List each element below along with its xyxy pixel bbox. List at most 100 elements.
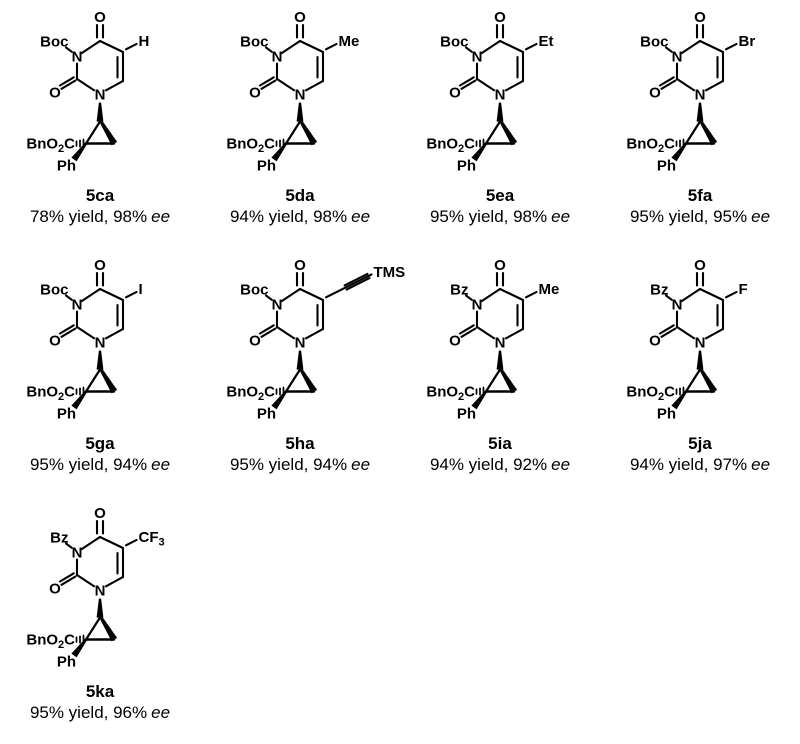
carbonyl-oxygen-top-label: O xyxy=(294,9,306,26)
compound-stats: 94% yield, 97%ee xyxy=(630,454,770,475)
yield-ee-text: 95% yield, 94% xyxy=(229,455,348,474)
chemical-structure: F O N O N Bz xyxy=(626,257,748,423)
cyclopropane-bold-edge xyxy=(298,119,318,146)
ester-label: BnO2C xyxy=(26,384,75,404)
compound-id: 5da xyxy=(285,186,315,205)
carbonyl-c4-double-bond xyxy=(295,23,305,39)
alkyne-group: TMS xyxy=(324,264,405,299)
ring-nitrogen-n1-label: N xyxy=(495,334,506,351)
ring-nitrogen-n3-label: N xyxy=(272,48,283,65)
pyrimidine-ring-bonds xyxy=(275,39,325,92)
ee-label: ee xyxy=(351,455,371,474)
compound-stats: 95% yield, 95%ee xyxy=(630,206,770,227)
carbonyl-c4-double-bond xyxy=(95,271,105,287)
carbonyl-oxygen-top-label: O xyxy=(94,9,106,26)
protecting-group-bond xyxy=(464,294,473,301)
phenyl-label: Ph xyxy=(57,406,76,423)
ring-nitrogen-n3-label: N xyxy=(472,296,483,313)
compound-card: I O N O N Boc xyxy=(0,248,200,496)
phenyl-label: Ph xyxy=(57,158,76,175)
cyclopropane-ring xyxy=(684,119,718,146)
compound-id: 5fa xyxy=(687,186,713,205)
n1-wedge-bond xyxy=(496,350,504,370)
substituent-bond xyxy=(124,42,138,51)
carbonyl-c2-double-bond xyxy=(458,324,477,338)
n1-wedge-bond xyxy=(496,102,504,122)
phenyl-wedge-bond xyxy=(671,142,687,162)
carbonyl-c4-double-bond xyxy=(495,23,505,39)
ring-nitrogen-n1-label: N xyxy=(95,334,106,351)
chemical-structure: Et O N O N Boc xyxy=(426,9,553,175)
pyrimidine-ring-bonds xyxy=(475,39,525,92)
ee-label: ee xyxy=(151,703,171,722)
carbonyl-c2-double-bond xyxy=(58,76,77,90)
protecting-group-bond xyxy=(64,294,73,301)
n1-wedge-bond xyxy=(296,102,304,122)
ring-nitrogen-n1-label: N xyxy=(95,582,106,599)
protecting-group-label: Bz xyxy=(50,530,68,547)
ester-label: BnO2C xyxy=(426,384,475,404)
ring-nitrogen-n3-label: N xyxy=(72,296,83,313)
ester-label: BnO2C xyxy=(226,136,275,156)
chemical-structure: Br O N O N Boc xyxy=(626,9,755,175)
ring-nitrogen-n3-label: N xyxy=(672,296,683,313)
n1-wedge-bond xyxy=(296,350,304,370)
yield-ee-text: 95% yield, 96% xyxy=(29,703,148,722)
n1-wedge-bond xyxy=(696,102,704,122)
carbonyl-c4-double-bond xyxy=(695,271,705,287)
phenyl-wedge-bond xyxy=(71,390,87,410)
chemical-structure: Me O N O N Bz xyxy=(426,257,559,423)
ring-nitrogen-n3-label: N xyxy=(472,48,483,65)
carbonyl-c4-double-bond xyxy=(495,271,505,287)
cyclopropane-ring xyxy=(284,367,318,394)
carbonyl-c2-double-bond xyxy=(658,76,677,90)
pyrimidine-ring-bonds xyxy=(75,535,125,588)
carbonyl-oxygen-left-label: O xyxy=(49,580,61,597)
c5-substituent-label: F xyxy=(739,281,748,298)
ring-nitrogen-n3-label: N xyxy=(272,296,283,313)
compound-card: Me O N O N Bz xyxy=(400,248,600,496)
substituent-bond xyxy=(124,290,138,299)
compound-stats: 95% yield, 94%ee xyxy=(30,454,170,475)
compound-stats: 94% yield, 98%ee xyxy=(230,206,370,227)
cyclopropane-bold-edge xyxy=(98,119,118,146)
protecting-group-label: Bz xyxy=(650,282,668,299)
carbonyl-oxygen-top-label: O xyxy=(494,9,506,26)
compound-stats: 78% yield, 98%ee xyxy=(30,206,170,227)
carbonyl-c4-double-bond xyxy=(295,271,305,287)
carbonyl-c2-double-bond xyxy=(258,76,277,90)
phenyl-label: Ph xyxy=(257,158,276,175)
n1-wedge-bond xyxy=(96,350,104,370)
ring-nitrogen-n3-label: N xyxy=(672,48,683,65)
c5-substituent-label: I xyxy=(139,281,143,298)
compound-id: 5ea xyxy=(485,186,515,205)
compound-card: Et O N O N Boc xyxy=(400,0,600,248)
phenyl-label: Ph xyxy=(657,158,676,175)
substituent-bond xyxy=(524,290,538,299)
carbonyl-c2-double-bond xyxy=(58,572,77,586)
n1-wedge-bond xyxy=(696,350,704,370)
n1-wedge-bond xyxy=(96,102,104,122)
carbonyl-oxygen-left-label: O xyxy=(249,332,261,349)
compound-card: F O N O N Bz xyxy=(600,248,800,496)
carbonyl-oxygen-left-label: O xyxy=(49,332,61,349)
substituent-group: H xyxy=(124,33,149,51)
protecting-group-bond xyxy=(464,46,473,53)
cyclopropane-bold-edge xyxy=(98,367,118,394)
ee-label: ee xyxy=(751,207,771,226)
phenyl-wedge-bond xyxy=(271,142,287,162)
carbonyl-c2-double-bond xyxy=(658,324,677,338)
substituent-bond xyxy=(524,42,538,51)
ester-label: BnO2C xyxy=(626,384,675,404)
ee-label: ee xyxy=(751,455,771,474)
phenyl-wedge-bond xyxy=(671,390,687,410)
carbonyl-oxygen-top-label: O xyxy=(694,257,706,274)
phenyl-wedge-bond xyxy=(71,638,87,658)
cyclopropane-ring xyxy=(84,367,118,394)
substituent-group: Me xyxy=(324,33,359,51)
pyrimidine-ring-bonds xyxy=(275,287,325,340)
ring-nitrogen-n3-label: N xyxy=(72,544,83,561)
substituent-group: F xyxy=(724,281,748,299)
carbonyl-oxygen-left-label: O xyxy=(649,84,661,101)
substituent-group: Br xyxy=(724,33,755,51)
